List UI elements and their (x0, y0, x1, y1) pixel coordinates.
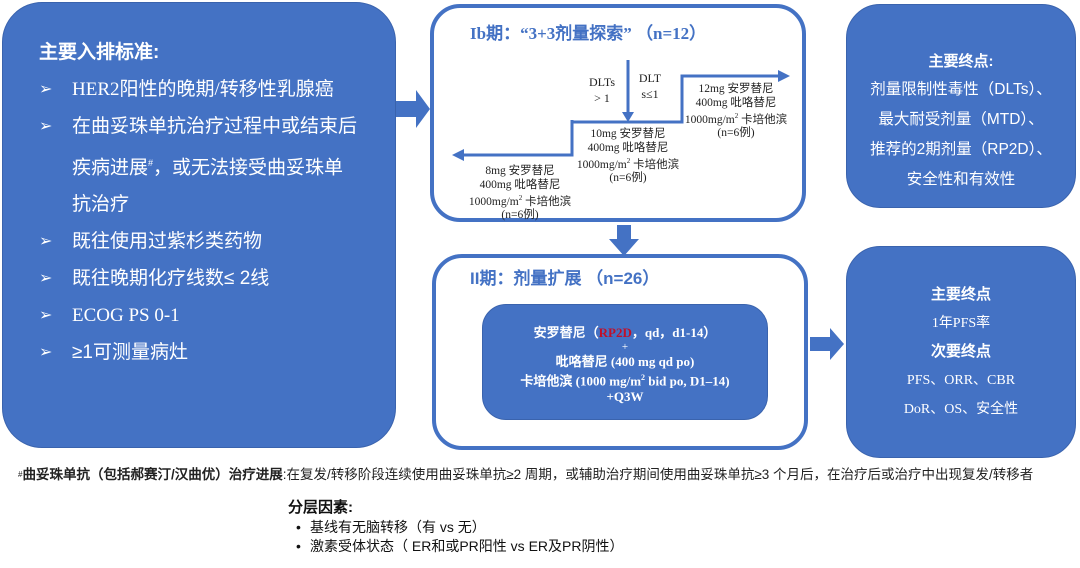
ib-endpoint-item: 推荐的2期剂量（RP2D）、 (870, 141, 1052, 158)
arrow-bullet-icon: ➢ (39, 270, 53, 288)
secondary-endpoint-title: 次要终点 (930, 343, 991, 360)
dose-level-low: 8mg 安罗替尼 400mg 吡咯替尼 1000mg/m2 卡培他滨 (n=6例… (468, 165, 572, 222)
phase-ii-endpoints-box: 主要终点 1年PFS率 次要终点 PFS、ORR、CBR DoR、OS、安全性 (846, 246, 1076, 458)
primary-endpoint-title: 主要终点 (930, 286, 991, 303)
footnote-bold-term: 曲妥珠单抗（包括郝赛汀/汉曲优）治疗进展 (22, 467, 283, 482)
criteria-item: ➢ 在曲妥珠单抗治疗过程中或结束后 疾病进展#，或无法接受曲妥珠单 抗治疗 (39, 108, 389, 223)
criteria-item: ➢ ≥1可测量病灶 (39, 334, 389, 371)
ib-endpoints-title: 主要终点: (928, 53, 994, 70)
secondary-endpoint-item: PFS、ORR、CBR (906, 373, 1016, 388)
regimen-capecitabine: 卡培他滨 (1000 mg/m2 bid po, D1–14) (520, 373, 730, 389)
stratification-item: •基线有无脑转移（有 vs 无） (296, 519, 486, 535)
criteria-item: ➢ HER2阳性的晚期/转移性乳腺癌 (39, 71, 389, 108)
stratification-factors: 分层因素: •基线有无脑转移（有 vs 无） •激素受体状态（ ER和或PR阳性… (288, 498, 623, 556)
footnote: #曲妥珠单抗（包括郝赛汀/汉曲优）治疗进展:在复发/转移阶段连续使用曲妥珠单抗≥… (18, 466, 1078, 483)
regimen-pyrotinib: 吡咯替尼 (400 mg qd po) (555, 354, 695, 369)
secondary-endpoint-item: DoR、OS、安全性 (903, 402, 1019, 417)
dose-level-high: 12mg 安罗替尼 400mg 吡咯替尼 1000mg/m2 卡培他滨 (n=6… (684, 83, 788, 140)
rp2d-highlight: RP2D (598, 325, 632, 340)
stratification-title: 分层因素: (288, 499, 353, 516)
criteria-item: ➢ 既往晚期化疗线数≤ 2线 (39, 260, 389, 297)
ib-endpoint-item: 最大耐受剂量（MTD）、 (878, 111, 1044, 128)
bullet-dot-icon: • (296, 519, 301, 535)
dose-escalation-diagram (452, 60, 790, 161)
arrow-bullet-icon: ➢ (39, 233, 53, 251)
stratification-item: •激素受体状态（ ER和或PR阳性 vs ER及PR阴性） (296, 538, 624, 554)
bullet-dot-icon: • (296, 538, 301, 554)
down-arrow-icon (622, 112, 634, 122)
phase-ii-title: II期：剂量扩展 （n=26） (470, 269, 660, 288)
regimen-plus: + (621, 341, 629, 353)
phase-ib-endpoints-box: 主要终点: 剂量限制性毒性（DLTs）、 最大耐受剂量（MTD）、 推荐的2期剂… (846, 4, 1076, 208)
footnote-text: :在复发/转移阶段连续使用曲妥珠单抗≥2 周期，或辅助治疗期间使用曲妥珠单抗≥3… (282, 467, 1034, 482)
regimen-anlotinib: 安罗替尼（RP2D，qd，d1-14） (533, 325, 717, 340)
regimen-cycle: +Q3W (606, 389, 644, 405)
criteria-item: ➢ ECOG PS 0-1 (39, 297, 389, 334)
criteria-item: ➢ 既往使用过紫杉类药物 (39, 223, 389, 260)
left-arrow-icon (452, 149, 464, 161)
right-arrow-icon (810, 328, 844, 360)
dose-level-start: 10mg 安罗替尼 400mg 吡咯替尼 1000mg/m2 卡培他滨 (n=6… (576, 128, 680, 185)
arrow-bullet-icon: ➢ (39, 344, 53, 362)
down-arrow-icon (609, 225, 639, 256)
footnote-marker: # (18, 470, 23, 479)
ib-endpoint-item: 剂量限制性毒性（DLTs）、 (870, 81, 1052, 98)
arrow-bullet-icon: ➢ (39, 307, 53, 325)
phase-ii-regimen-box: 安罗替尼（RP2D，qd，d1-14） + 吡咯替尼 (400 mg qd po… (482, 304, 768, 420)
right-arrow-icon (778, 70, 790, 82)
arrow-bullet-icon: ➢ (39, 81, 53, 98)
arrow-bullet-icon: ➢ (39, 118, 53, 135)
phase-ib-title: Ib期：“3+3剂量探索” （n=12） (470, 24, 707, 43)
dlt-greater-than-one-label: DLTs> 1 (588, 75, 616, 105)
inclusion-criteria-box: 主要入排标准: ➢ HER2阳性的晚期/转移性乳腺癌 ➢ 在曲妥珠单抗治疗过程中… (2, 2, 396, 448)
inclusion-criteria-title: 主要入排标准: (39, 42, 160, 63)
ib-endpoint-item: 安全性和有效性 (906, 171, 1016, 188)
right-arrow-icon (396, 90, 430, 128)
inclusion-criteria-list: ➢ HER2阳性的晚期/转移性乳腺癌 ➢ 在曲妥珠单抗治疗过程中或结束后 疾病进… (39, 71, 389, 371)
primary-endpoint-value: 1年PFS率 (931, 316, 991, 331)
